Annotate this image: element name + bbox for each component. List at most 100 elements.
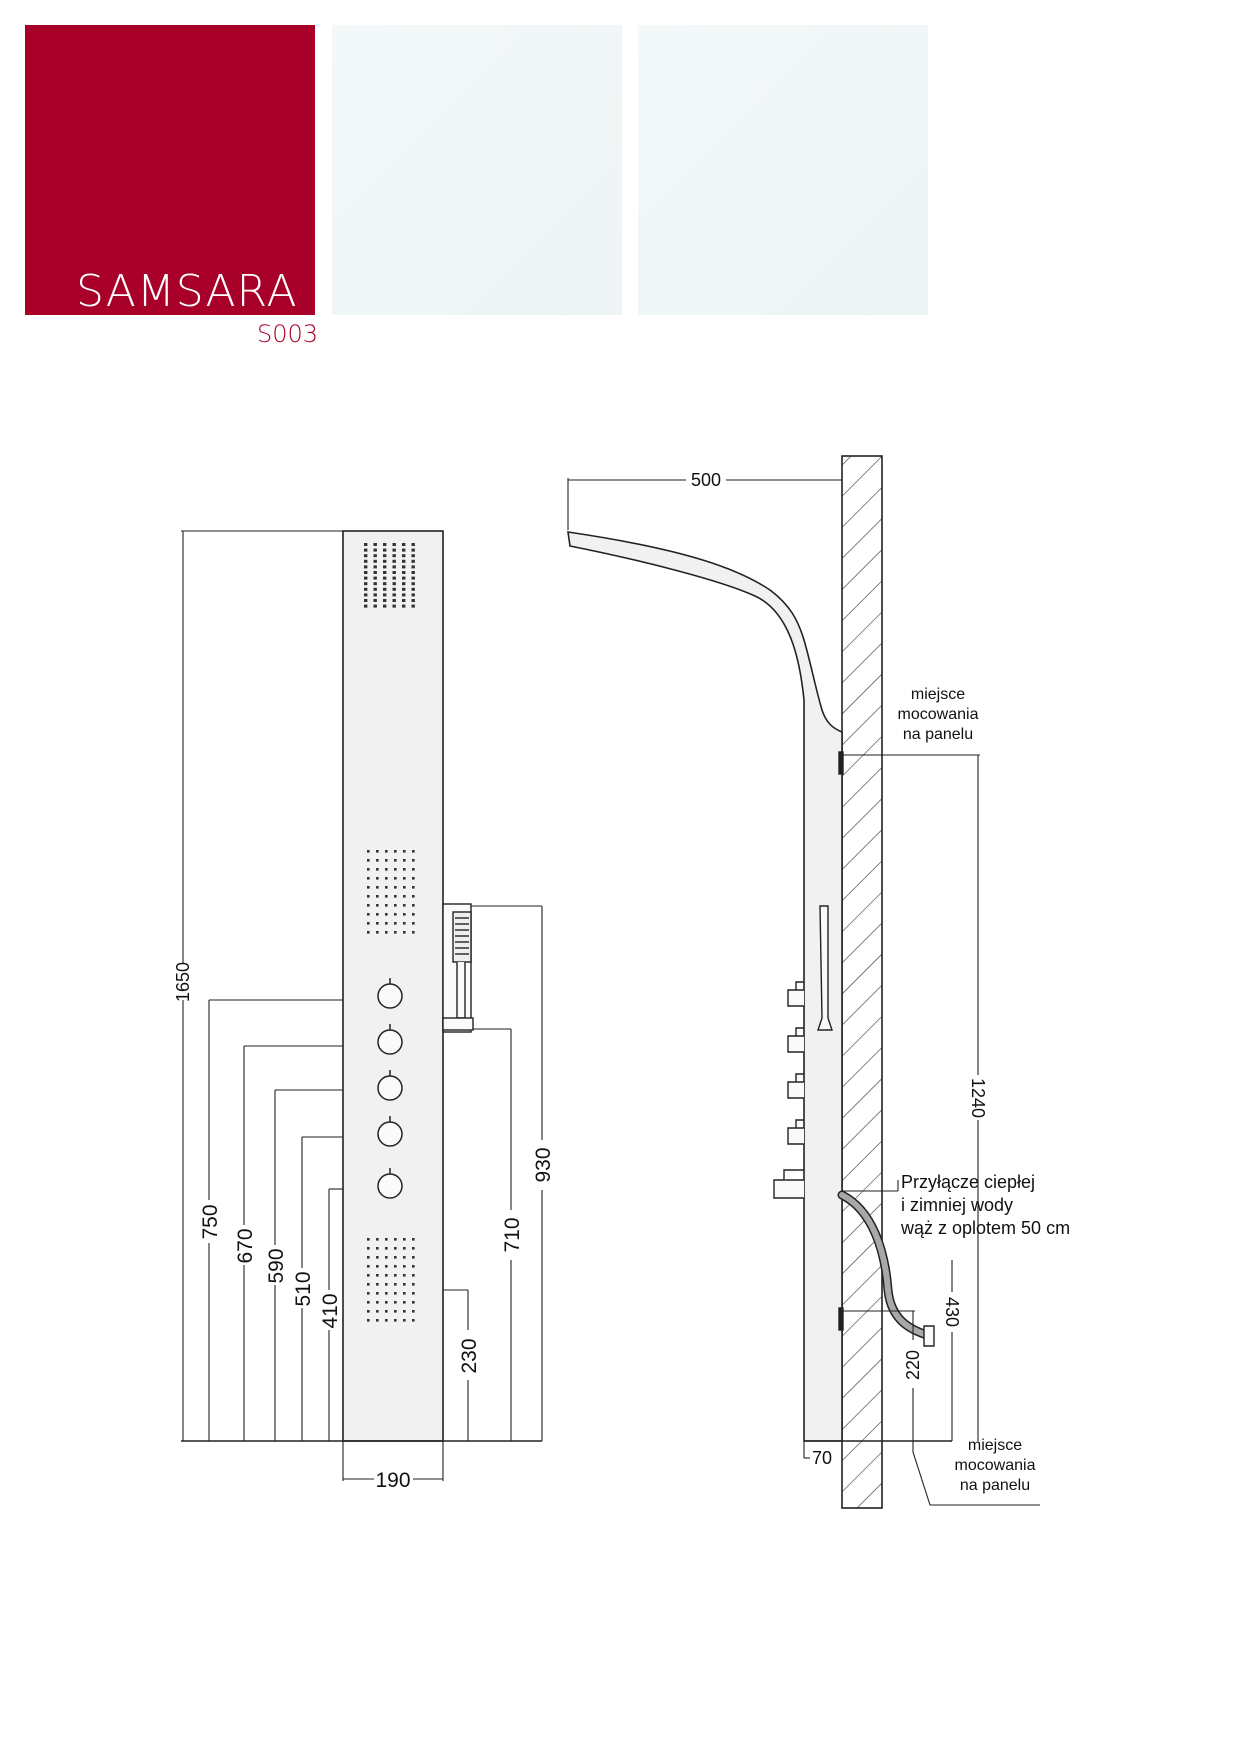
nozzle <box>403 1274 406 1277</box>
nozzle <box>411 604 415 608</box>
nozzle <box>373 559 377 563</box>
nozzle <box>383 576 387 580</box>
note-bottom-mounting: miejsce mocowania na panelu <box>955 1437 1036 1494</box>
nozzle <box>376 904 379 907</box>
nozzle <box>394 1283 397 1286</box>
nozzle <box>385 850 388 853</box>
nozzle <box>403 1265 406 1268</box>
nozzle <box>364 554 368 558</box>
lower-jet-nozzles <box>367 1238 415 1322</box>
nozzle <box>402 571 406 574</box>
nozzle <box>403 1247 406 1250</box>
nozzle <box>364 604 368 608</box>
knob-3 <box>377 1070 403 1101</box>
nozzle <box>367 886 370 889</box>
nozzle <box>364 576 368 580</box>
nozzle <box>402 559 406 563</box>
nozzle <box>383 554 387 558</box>
dim-label-70: 70 <box>812 1448 832 1468</box>
nozzle <box>385 1283 388 1286</box>
nozzle <box>385 931 388 934</box>
nozzle <box>394 1292 397 1295</box>
finish-swatch-2 <box>638 25 928 315</box>
nozzle <box>394 1301 397 1304</box>
nozzle <box>403 1301 406 1304</box>
mount-bracket-top <box>838 751 844 775</box>
nozzle <box>367 931 370 934</box>
nozzle <box>392 576 396 580</box>
nozzle <box>385 1292 388 1295</box>
nozzle <box>376 850 379 853</box>
nozzle <box>394 904 397 907</box>
nozzle <box>411 571 415 574</box>
nozzle <box>392 548 396 552</box>
nozzle <box>394 922 397 925</box>
nozzle <box>376 1319 379 1322</box>
nozzle <box>373 587 377 591</box>
nozzle <box>364 543 368 546</box>
nozzle <box>411 587 415 591</box>
nozzle <box>402 604 406 608</box>
nozzle <box>403 1238 406 1241</box>
nozzle <box>403 1319 406 1322</box>
nozzle <box>394 1238 397 1241</box>
nozzle <box>411 576 415 580</box>
nozzle <box>402 599 406 602</box>
nozzle <box>383 565 387 569</box>
nozzle <box>367 868 370 871</box>
bottom-note-leader <box>912 1441 1040 1506</box>
nozzle <box>385 1274 388 1277</box>
nozzle <box>367 877 370 880</box>
dim-70-lines <box>803 1441 810 1459</box>
nozzle <box>403 886 406 889</box>
panel-profile <box>567 531 843 1442</box>
nozzle <box>367 1265 370 1268</box>
nozzle <box>385 1319 388 1322</box>
nozzle <box>385 868 388 871</box>
brand-name: SAMSARA <box>76 266 298 317</box>
nozzle <box>367 1238 370 1241</box>
nozzle <box>394 877 397 880</box>
dim-220-lines <box>842 1310 915 1441</box>
nozzle <box>367 859 370 862</box>
nozzle <box>373 543 377 546</box>
nozzle <box>402 593 406 597</box>
svg-text:wąż z oplotem 50 cm: wąż z oplotem 50 cm <box>900 1218 1070 1238</box>
knob-profiles <box>773 981 804 1199</box>
nozzle <box>385 1301 388 1304</box>
nozzle <box>385 922 388 925</box>
note-water-connection: Przyłącze ciepłej i zimniej wody wąż z o… <box>900 1172 1070 1238</box>
nozzle <box>373 565 377 569</box>
nozzle <box>385 904 388 907</box>
nozzle <box>376 922 379 925</box>
nozzle <box>373 582 377 586</box>
nozzle <box>367 1283 370 1286</box>
nozzle <box>376 1310 379 1313</box>
svg-text:miejsce: miejsce <box>968 1437 1022 1454</box>
nozzle <box>392 554 396 558</box>
control-knobs <box>377 978 403 1199</box>
nozzle <box>383 543 387 546</box>
nozzle <box>364 593 368 597</box>
nozzle <box>385 913 388 916</box>
nozzle <box>376 1292 379 1295</box>
nozzle <box>412 913 415 916</box>
knob-5 <box>377 1168 403 1199</box>
nozzle <box>402 548 406 552</box>
nozzle <box>367 1319 370 1322</box>
nozzle <box>402 543 406 546</box>
nozzle <box>392 599 396 602</box>
nozzle <box>383 559 387 563</box>
nozzle <box>392 559 396 563</box>
nozzle <box>383 593 387 597</box>
nozzle <box>392 565 396 569</box>
nozzle <box>376 1247 379 1250</box>
nozzle <box>383 582 387 586</box>
nozzle <box>412 1247 415 1250</box>
nozzle <box>394 859 397 862</box>
nozzle <box>392 587 396 591</box>
dim-label-1650: 1650 <box>173 962 193 1002</box>
nozzle <box>402 554 406 558</box>
dim-label-670: 670 <box>234 1228 257 1263</box>
nozzle <box>367 1310 370 1313</box>
